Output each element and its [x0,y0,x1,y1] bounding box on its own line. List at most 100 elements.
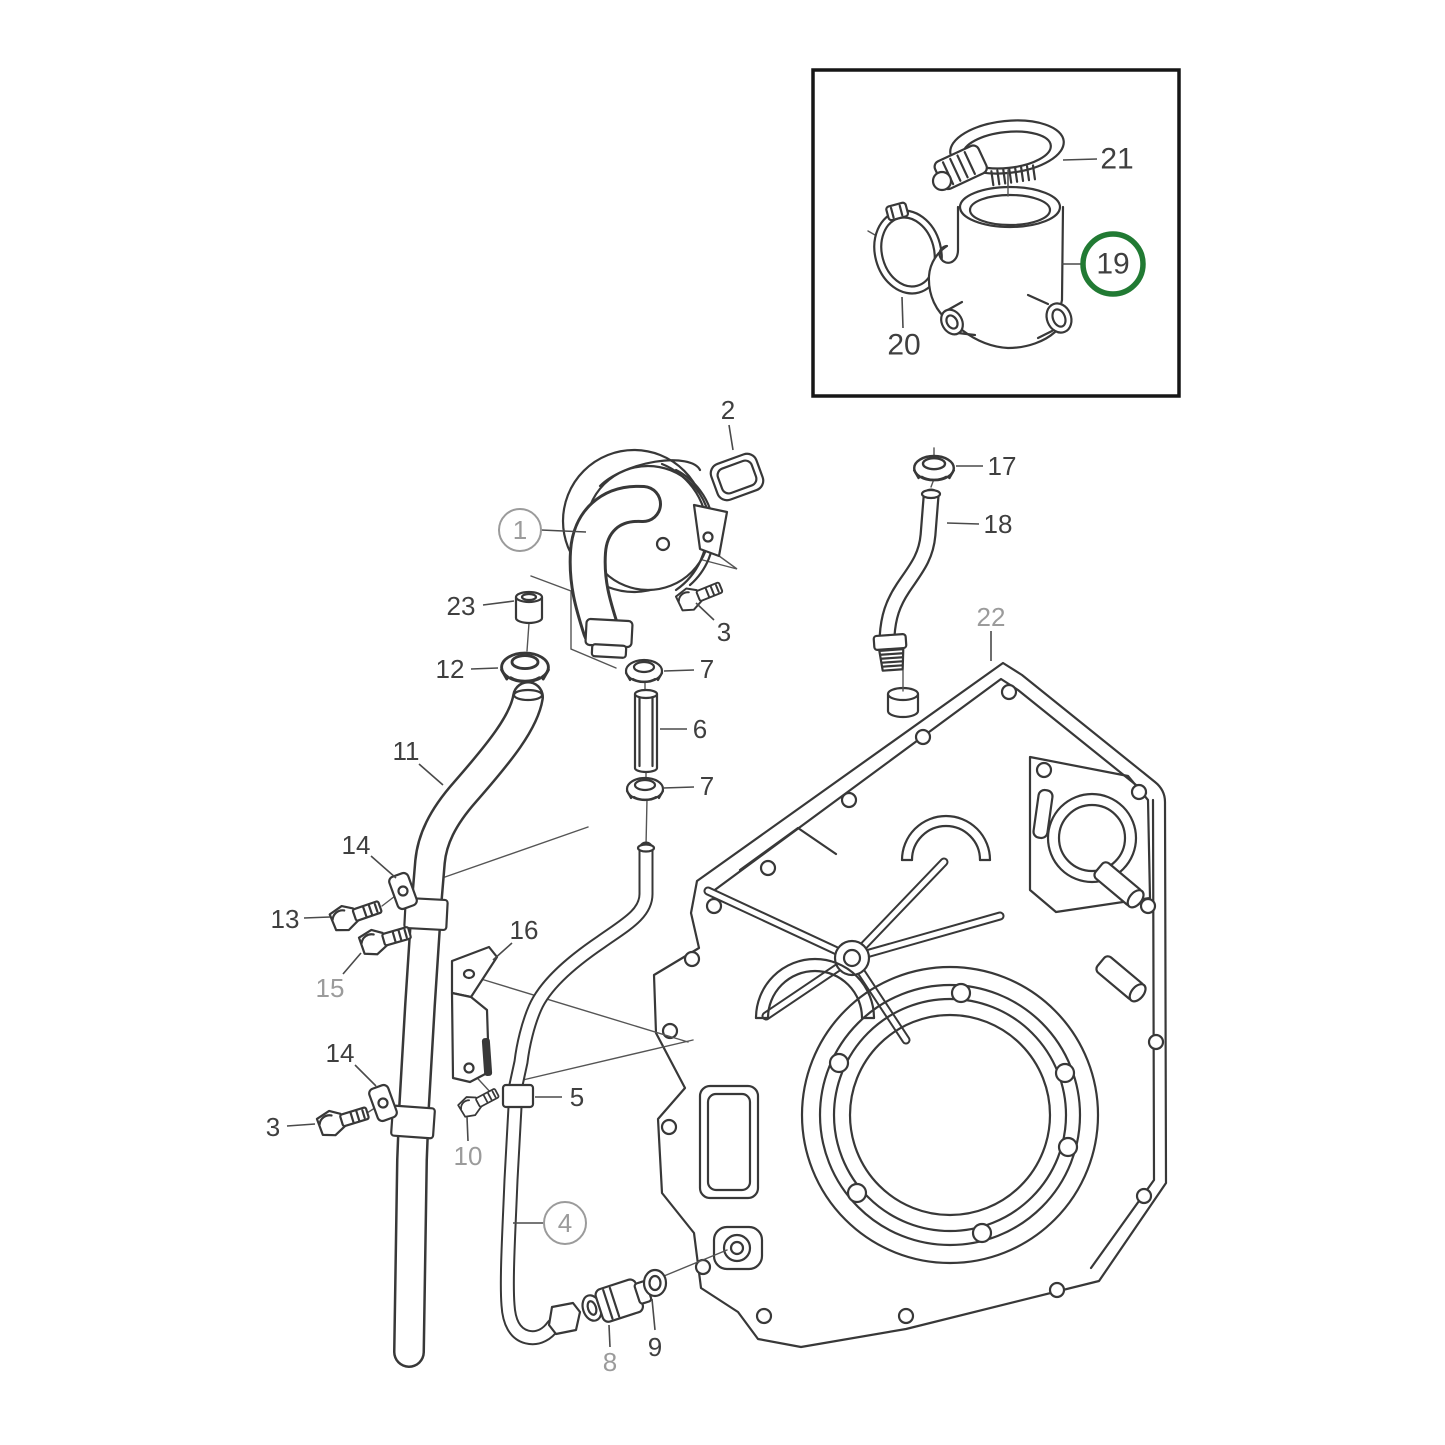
hose-11 [390,681,544,1368]
leader-line-8 [608,1324,611,1348]
part-number-5[interactable]: 5 [570,1082,584,1112]
part-number-20[interactable]: 20 [887,329,920,362]
callout-4[interactable]: 4 [513,1201,587,1245]
leader-line-11 [418,763,444,786]
callout-22[interactable]: 22 [977,602,1006,661]
callout-6[interactable]: 6 [660,714,707,744]
sleeve-23 [514,590,544,625]
part-number-6[interactable]: 6 [693,714,707,744]
pipe-18 [872,488,942,672]
clamp-bracket-14-lower [368,1083,398,1123]
callout-11[interactable]: 11 [393,736,444,786]
leader-line-2 [728,424,734,451]
part-number-9[interactable]: 9 [648,1332,662,1362]
part-number-7a[interactable]: 7 [700,654,714,684]
cover-bolt-holes [660,683,1165,1325]
bracket-16 [450,945,499,1084]
leader-line-15 [342,952,362,975]
callout-21[interactable]: 21 [1062,143,1134,176]
leader-line-20 [901,296,904,329]
callout-19[interactable]: 19 [1062,231,1146,297]
callout-5[interactable]: 5 [535,1082,584,1112]
part-number-11[interactable]: 11 [393,736,420,766]
part-number-3a[interactable]: 3 [717,617,731,647]
callout-1[interactable]: 1 [498,508,587,552]
clamp-bracket-14-upper [388,871,418,911]
callout-7a[interactable]: 7 [663,654,714,684]
clamp-20 [873,201,943,295]
part-number-23[interactable]: 23 [447,591,476,621]
part-number-19[interactable]: 19 [1096,248,1129,281]
part-number-2[interactable]: 2 [721,395,735,425]
callout-13[interactable]: 13 [271,904,331,934]
clamp-7-upper [624,658,664,684]
callout-14b[interactable]: 14 [326,1038,377,1087]
part-number-7b[interactable]: 7 [700,771,714,801]
hose-sleeve-lower [390,1104,436,1140]
callout-10[interactable]: 10 [454,1116,483,1171]
leader-line-18 [946,522,980,525]
callout-14a[interactable]: 14 [342,830,397,879]
fitting-8 [581,1278,653,1323]
tube-6 [633,688,659,774]
clamp-5 [501,1083,535,1109]
callout-8[interactable]: 8 [603,1324,617,1377]
pipe-end-nut [547,1301,582,1336]
arch-opening-left [754,957,876,1020]
leader-line-1 [540,529,587,533]
timing-cover-22 [652,661,1168,1349]
part-number-15[interactable]: 15 [316,973,345,1003]
part-number-22[interactable]: 22 [977,602,1006,632]
part-number-17[interactable]: 17 [988,451,1017,481]
leader-line-13 [303,916,331,919]
part-number-14b[interactable]: 14 [326,1038,355,1068]
clamp-12 [500,651,550,684]
connector-stub-right [1026,293,1073,340]
recess-right [1028,755,1152,914]
clamp-17 [912,454,956,482]
callout-17[interactable]: 17 [956,451,1016,481]
part-ring-1 [498,508,542,552]
part-number-1[interactable]: 1 [513,515,527,545]
bolt-3-upper [673,575,726,616]
leader-line-7a [663,669,695,672]
crankshaft-opening [800,965,1100,1265]
bolt-13 [327,893,385,936]
part-number-12[interactable]: 12 [436,654,465,684]
oil-port-boss [712,1225,764,1271]
part-number-14a[interactable]: 14 [342,830,371,860]
part-number-8[interactable]: 8 [603,1347,617,1377]
part-number-3b[interactable]: 3 [266,1112,280,1142]
part-number-21[interactable]: 21 [1100,143,1133,176]
leader-line-9 [651,1298,656,1331]
callout-3b[interactable]: 3 [266,1112,316,1142]
leader-line-12 [470,667,499,670]
callout-16[interactable]: 16 [492,915,539,961]
callout-12[interactable]: 12 [436,654,499,684]
callout-9[interactable]: 9 [648,1298,662,1362]
callout-20[interactable]: 20 [887,296,921,362]
callout-3a[interactable]: 3 [695,602,731,647]
leader-line-23 [482,600,515,606]
part-number-18[interactable]: 18 [984,509,1013,539]
clamp-7-lower [625,776,665,802]
stub-boss-1 [1093,861,1145,909]
callout-2[interactable]: 2 [721,395,735,451]
part-number-13[interactable]: 13 [271,904,300,934]
callout-15[interactable]: 15 [316,952,362,1003]
leader-line-3b [286,1123,316,1127]
oil-pipe-4 [499,841,656,1346]
hose-11-opening [512,688,544,702]
callout-7b[interactable]: 7 [662,771,714,801]
part-number-10[interactable]: 10 [454,1141,483,1171]
callout-18[interactable]: 18 [946,509,1013,539]
part-number-4[interactable]: 4 [558,1208,572,1238]
leader-line-21 [1062,158,1098,161]
dipstick-port [886,686,920,719]
rib-hub [833,939,871,977]
callout-23[interactable]: 23 [447,591,515,621]
leader-line-3a [695,602,715,621]
part-number-16[interactable]: 16 [510,915,539,945]
